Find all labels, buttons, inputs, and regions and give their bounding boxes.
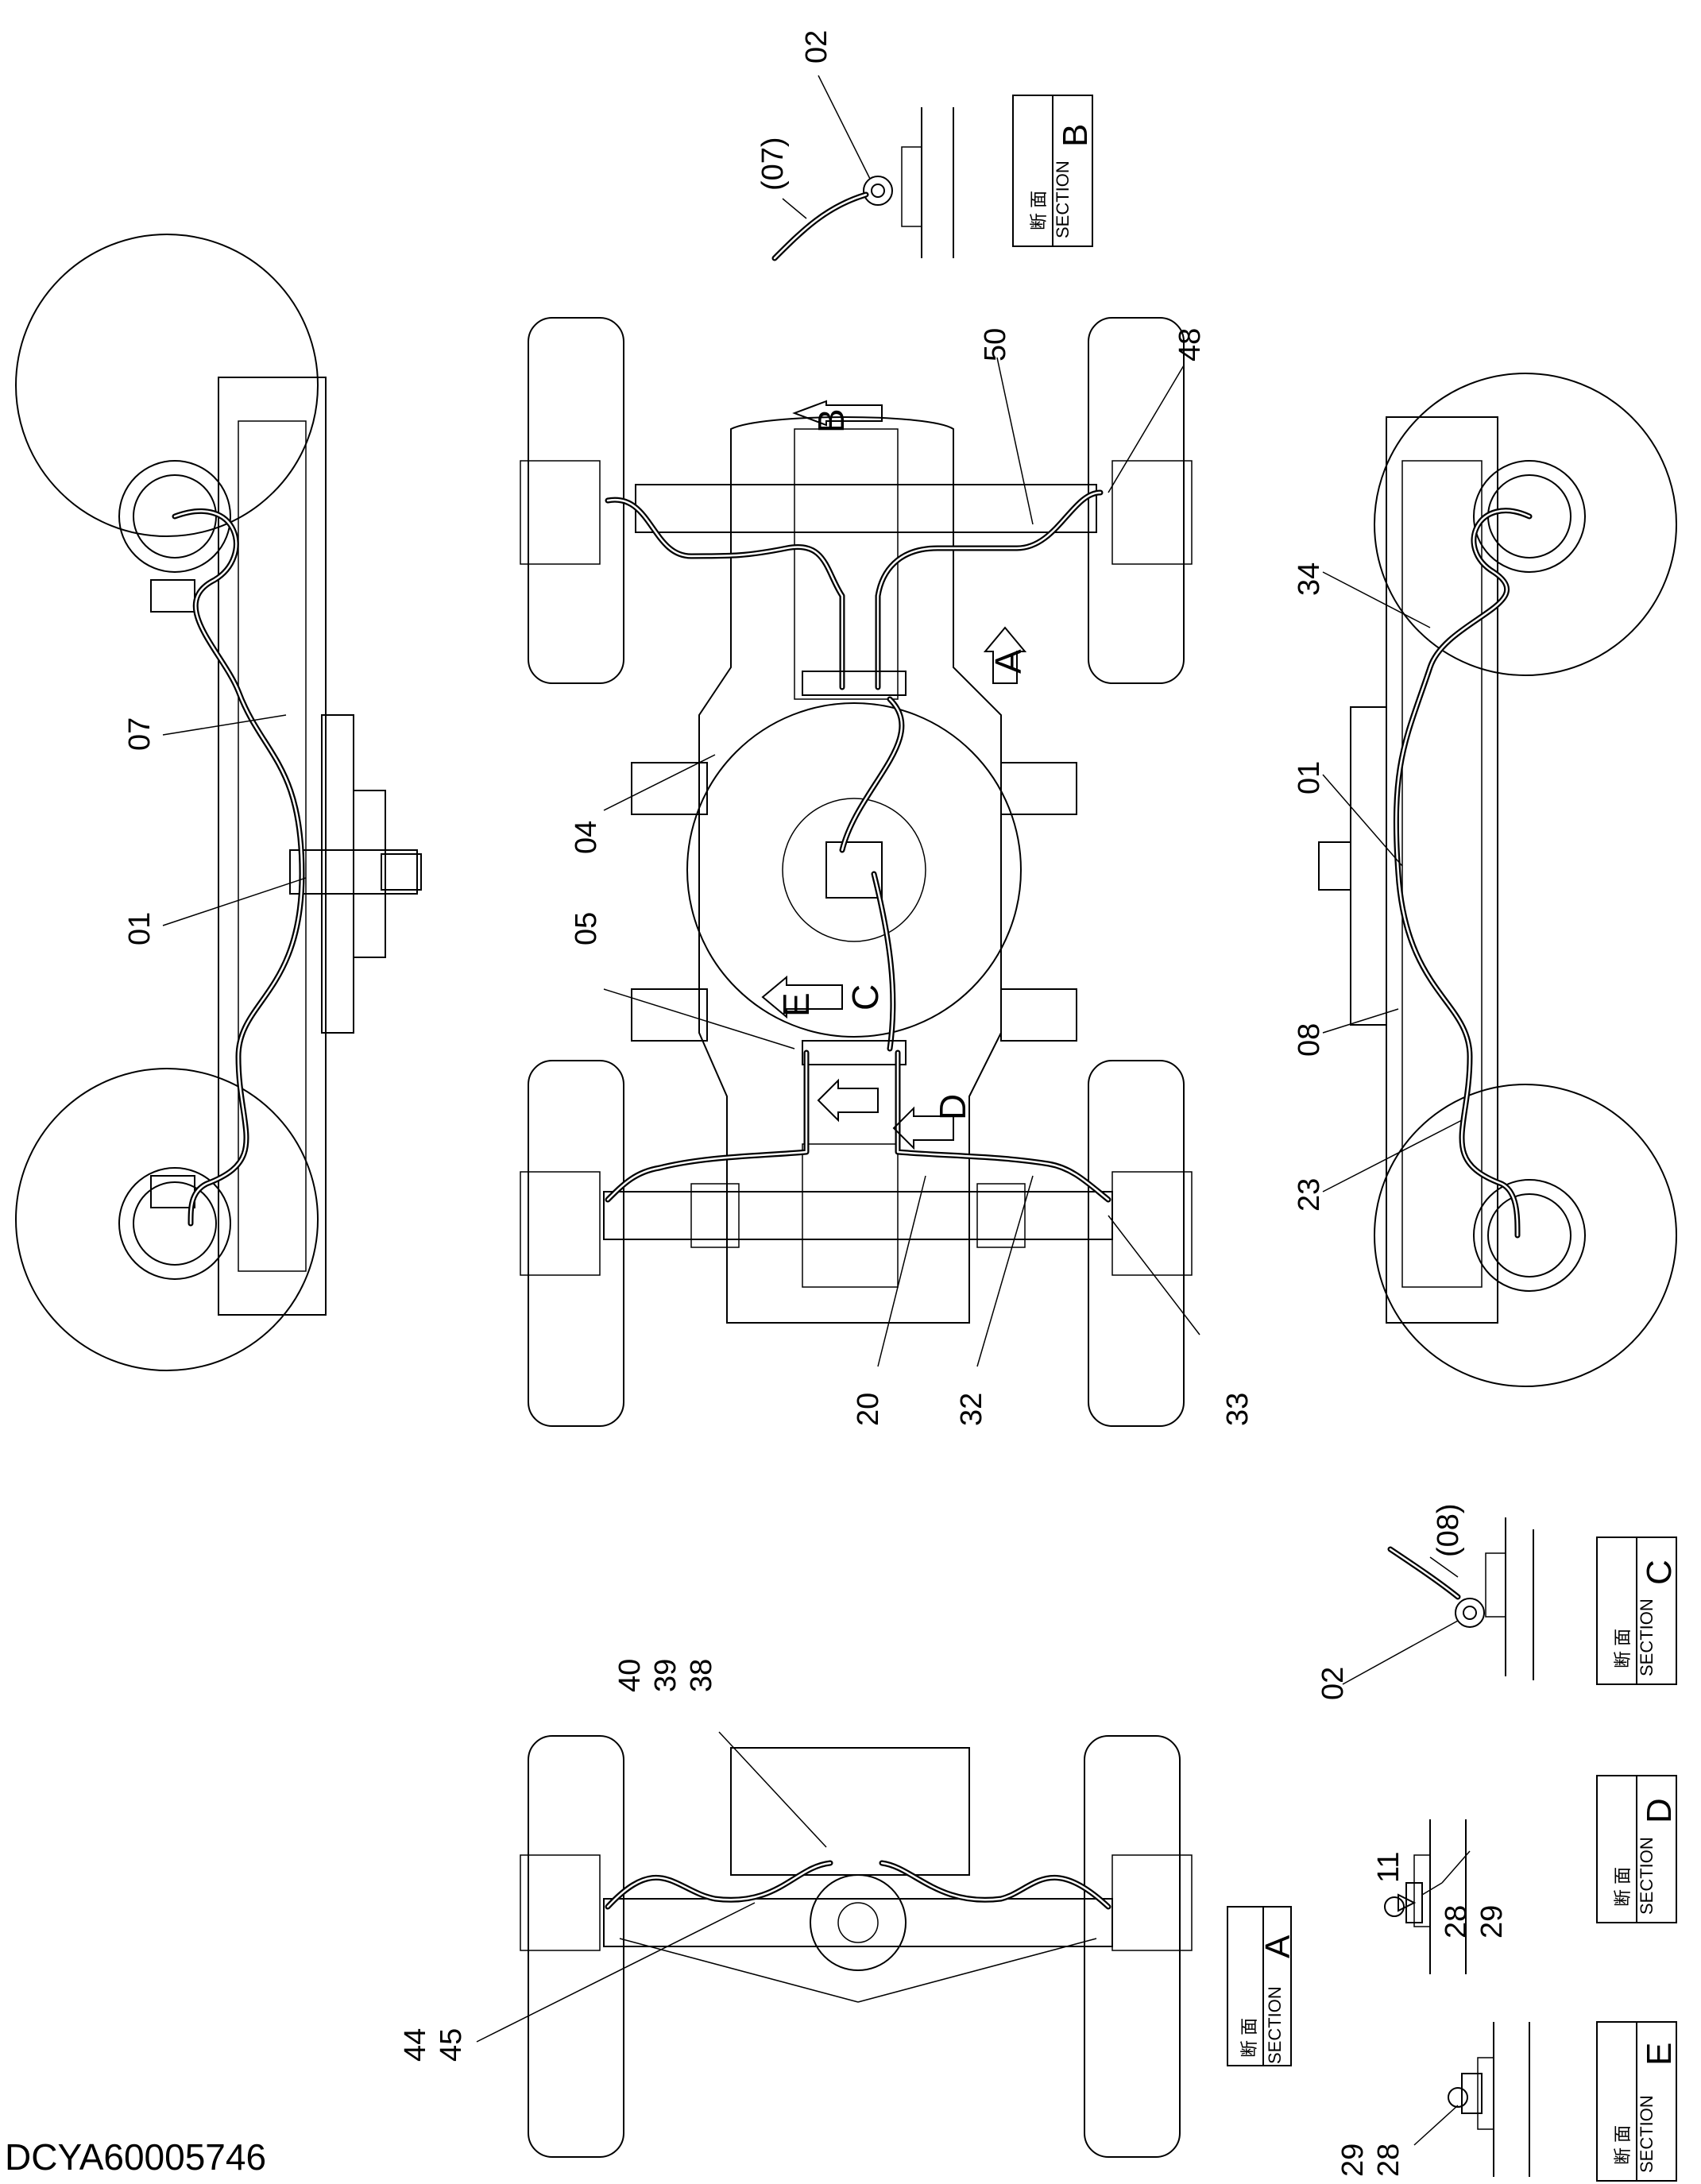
view-arrow-a: A (988, 649, 1029, 674)
callout-08-paren: (08) (1432, 1503, 1465, 1557)
center-top-view (520, 317, 1200, 1427)
callout-28-d: 28 (1440, 1905, 1473, 1939)
section-d-jp: 断 面 (1613, 1867, 1633, 1907)
callout-44: 44 (399, 2028, 432, 2062)
section-a-detail (476, 1731, 1193, 2158)
section-e-en: SECTION (1637, 2095, 1657, 2173)
callout-01-left: 01 (123, 912, 157, 945)
callout-07-left: 07 (123, 717, 157, 751)
callout-02-top: 02 (800, 30, 833, 64)
left-side-view (15, 234, 422, 1371)
view-arrow-b: B (810, 408, 852, 433)
callout-07-paren: (07) (756, 137, 790, 191)
section-c-detail (1342, 1517, 1677, 1685)
section-d-en: SECTION (1637, 1837, 1657, 1915)
callout-04: 04 (570, 821, 603, 854)
callout-20: 20 (852, 1393, 885, 1426)
callout-34: 34 (1293, 562, 1326, 596)
callout-38: 38 (685, 1659, 718, 1692)
callout-40: 40 (613, 1659, 647, 1692)
right-side-view (1318, 373, 1677, 1387)
drawing-number: DCYA60005746 (5, 2136, 267, 2178)
section-b-detail (771, 75, 1093, 261)
section-d-detail (1384, 1775, 1677, 1974)
section-a-en: SECTION (1265, 1986, 1285, 2064)
section-a-box (1227, 1906, 1292, 2066)
section-d-letter: D (1640, 1798, 1679, 1823)
callout-01-right: 01 (1293, 761, 1326, 794)
view-arrow-c: C (845, 984, 886, 1011)
section-c-jp: 断 面 (1613, 1629, 1633, 1668)
callout-23: 23 (1293, 1178, 1326, 1212)
callout-28-e: 28 (1372, 2143, 1405, 2177)
callout-02-c: 02 (1316, 1667, 1350, 1700)
callout-50: 50 (979, 328, 1012, 361)
section-b-jp: 断 面 (1029, 191, 1049, 230)
section-b-en: SECTION (1053, 160, 1073, 238)
callout-11: 11 (1372, 1852, 1405, 1883)
section-c-letter: C (1640, 1560, 1679, 1585)
section-c-en: SECTION (1637, 1598, 1657, 1676)
callout-08: 08 (1293, 1023, 1326, 1057)
callout-29-e: 29 (1336, 2143, 1370, 2177)
callout-48: 48 (1173, 328, 1207, 361)
callout-29-d: 29 (1475, 1905, 1509, 1939)
callout-45: 45 (435, 2028, 468, 2062)
section-b-letter: B (1056, 124, 1095, 147)
view-arrow-e: E (775, 992, 817, 1017)
section-a-jp: 断 面 (1239, 2018, 1259, 2058)
section-e-jp: 断 面 (1613, 2125, 1633, 2165)
callout-39: 39 (649, 1659, 682, 1692)
section-e-letter: E (1640, 2043, 1679, 2066)
callout-33: 33 (1221, 1393, 1254, 1426)
section-a-letter: A (1258, 1935, 1297, 1958)
callout-32: 32 (955, 1393, 988, 1426)
callout-05: 05 (570, 912, 603, 945)
section-e-detail (1413, 2021, 1677, 2182)
view-arrow-d: D (932, 1094, 973, 1120)
